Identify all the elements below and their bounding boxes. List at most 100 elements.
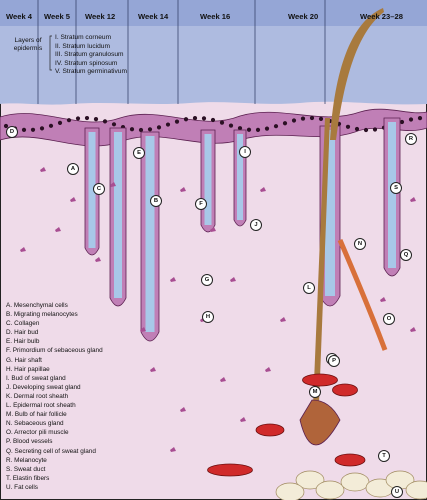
fat-cell (315, 480, 345, 500)
epidermis-nucleus (282, 121, 288, 126)
epidermis-nucleus (273, 124, 279, 129)
marker-f: F (195, 198, 207, 210)
marker-o: O (383, 313, 395, 325)
epidermis-nucleus (111, 122, 117, 127)
epidermis-nucleus (228, 123, 234, 128)
epidermis-nucleus (219, 120, 225, 125)
epidermis-nucleus (354, 126, 360, 132)
follicle-core (325, 130, 335, 296)
hair-follicles (84, 8, 401, 446)
week-label-16: Week 16 (200, 12, 231, 21)
marker-b: B (150, 195, 162, 207)
fat-cells (275, 470, 427, 500)
mesenchymal-cell (95, 257, 101, 262)
mesenchymal-cell (40, 167, 46, 172)
marker-u: U (391, 486, 403, 498)
mesenchymal-cell (280, 317, 286, 322)
epidermis-nucleus (147, 127, 153, 132)
legend-item: H. Hair papillae (6, 365, 50, 373)
mesenchymal-cell (210, 227, 216, 232)
layer-item: I. Stratum corneum (55, 34, 112, 41)
week-label-12: Week 12 (85, 12, 116, 21)
legend-item: K. Dermal root sheath (6, 392, 69, 400)
epidermis-nucleus (309, 115, 315, 121)
legend-item: G. Hair shaft (6, 356, 42, 364)
epidermis-nucleus (183, 117, 189, 122)
week-label-5: Week 5 (44, 12, 71, 21)
mesenchymal-cell (265, 367, 271, 372)
marker-q: Q (400, 249, 412, 261)
epidermis-nucleus (66, 118, 72, 123)
mesenchymal-cell (180, 407, 186, 412)
epidermis-nucleus (345, 124, 351, 129)
legend-item: B. Migrating melanocytes (6, 311, 78, 319)
layer-item: IV. Stratum spinosum (55, 59, 118, 67)
epidermis-nucleus (201, 116, 207, 121)
mesenchymal-cell (260, 187, 266, 192)
legend-item: A. Mesenchymal cells (6, 302, 68, 309)
week-label-20: Week 20 (288, 12, 319, 21)
epidermis-nucleus (300, 116, 306, 121)
epidermis-nucleus (363, 127, 369, 133)
legend-item: P. Blood vessels (6, 438, 53, 446)
mesenchymal-cell (170, 447, 176, 452)
marker-d: D (6, 126, 18, 138)
marker-l: L (303, 282, 315, 294)
follicle-core (88, 132, 96, 248)
legend-item: M. Bulb of hair follicle (6, 411, 67, 419)
legend-item: C. Collagen (6, 320, 40, 328)
fat-cell (405, 480, 427, 500)
hair-shaft (312, 118, 330, 430)
epidermis-nucleus (399, 119, 405, 125)
epidermis-layer-list: I. Stratum corneum II. Stratum lucidum I… (55, 34, 127, 77)
epidermis-nucleus (165, 122, 171, 127)
follicle-core (145, 136, 155, 332)
emerging-hair (330, 8, 384, 140)
legend-item: S. Sweat duct (6, 465, 46, 473)
mesenchymal-cell (70, 197, 76, 202)
layers-bracket (49, 35, 52, 71)
legend-item: Q. Secreting cell of sweat gland (6, 447, 96, 455)
epidermis-nucleus (246, 127, 252, 132)
legend-item: T. Elastin fibers (6, 474, 50, 482)
follicle-core (114, 132, 122, 298)
epidermis-nucleus (39, 126, 45, 131)
legend-item: N. Sebaceous gland (6, 420, 64, 428)
legend-item: F. Primordium of sebaceous gland (6, 347, 103, 355)
week-label-4: Week 4 (6, 12, 33, 21)
marker-t: T (378, 450, 390, 462)
epidermis-nucleus (417, 116, 423, 121)
marker-r: R (405, 133, 417, 145)
week-header-band (0, 0, 427, 105)
marker-i: I (239, 146, 251, 158)
legend-item: L. Epidermal root sheath (6, 402, 76, 410)
epidermis-nucleus (21, 127, 27, 132)
epidermis-nucleus (57, 120, 63, 125)
epidermis-nucleus (48, 123, 54, 128)
epidermis-nucleus (192, 115, 198, 121)
legend-item: O. Arrector pili muscle (6, 429, 69, 437)
legend-list: A. Mesenchymal cells B. Migrating melano… (6, 301, 103, 492)
legend-item: U. Fat cells (6, 483, 38, 491)
week-label-strip (0, 0, 427, 26)
epidermis-nucleus (264, 126, 270, 131)
marker-g: G (201, 274, 213, 286)
epidermis-nucleus (291, 118, 297, 123)
epidermis-nucleus (408, 117, 414, 122)
marker-p: P (328, 355, 340, 367)
header-band (0, 0, 427, 105)
epidermis-nucleus (318, 116, 324, 121)
week-label-23-28: Week 23–28 (360, 12, 403, 21)
legend-item: J. Developing sweat gland (6, 383, 81, 391)
arrector-pili-muscle (337, 239, 388, 351)
mesenchymal-cell (150, 367, 156, 372)
marker-n: N (354, 238, 366, 250)
mesenchymal-cell (230, 277, 236, 282)
marker-a: A (67, 163, 79, 175)
mesenchymal-cell (170, 277, 176, 282)
mesenchymal-cell (140, 327, 146, 332)
follicle-core (204, 134, 212, 225)
marker-e: E (133, 147, 145, 159)
